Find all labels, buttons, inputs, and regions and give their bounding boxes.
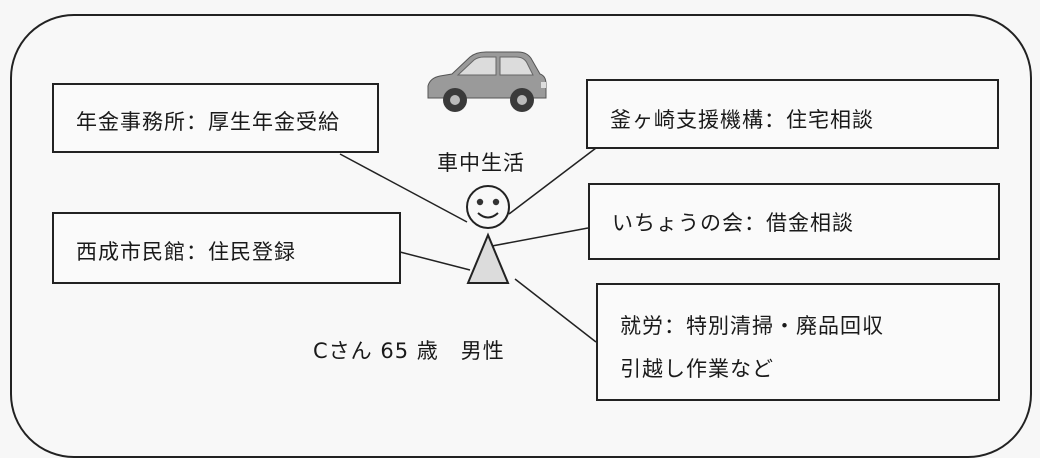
- pension-office-box: 年金事務所：厚生年金受給: [52, 83, 379, 153]
- line-work: [514, 278, 597, 343]
- kamagasaki-support-box: 釜ヶ崎支援機構：住宅相談: [586, 79, 999, 149]
- line-nishinari: [399, 251, 471, 271]
- line-kamagasaki: [508, 147, 597, 215]
- smiley-person-icon: [466, 185, 510, 284]
- nishinari-hall-box: 西成市民館：住民登録: [52, 212, 401, 284]
- car-icon: [427, 51, 547, 112]
- car-living-label: 車中生活: [437, 151, 525, 175]
- line-icho: [491, 227, 589, 247]
- work-box: 就労：特別清掃・廃品回収 引越し作業など: [596, 283, 1000, 401]
- connector-lines: [339, 51, 597, 343]
- work-label-line1: 就労：特別清掃・廃品回収: [620, 314, 884, 338]
- icho-box: いちょうの会：借金相談: [588, 183, 1000, 260]
- icho-label: いちょうの会：借金相談: [612, 211, 854, 235]
- person-label: Cさん 65 歳 男性: [313, 339, 505, 363]
- kamagasaki-support-label: 釜ヶ崎支援機構：住宅相談: [610, 108, 874, 132]
- line-pension: [339, 153, 468, 223]
- pension-office-label: 年金事務所：厚生年金受給: [76, 110, 340, 134]
- work-label-line2: 引越し作業など: [620, 357, 774, 381]
- nishinari-hall-label: 西成市民館：住民登録: [76, 240, 296, 264]
